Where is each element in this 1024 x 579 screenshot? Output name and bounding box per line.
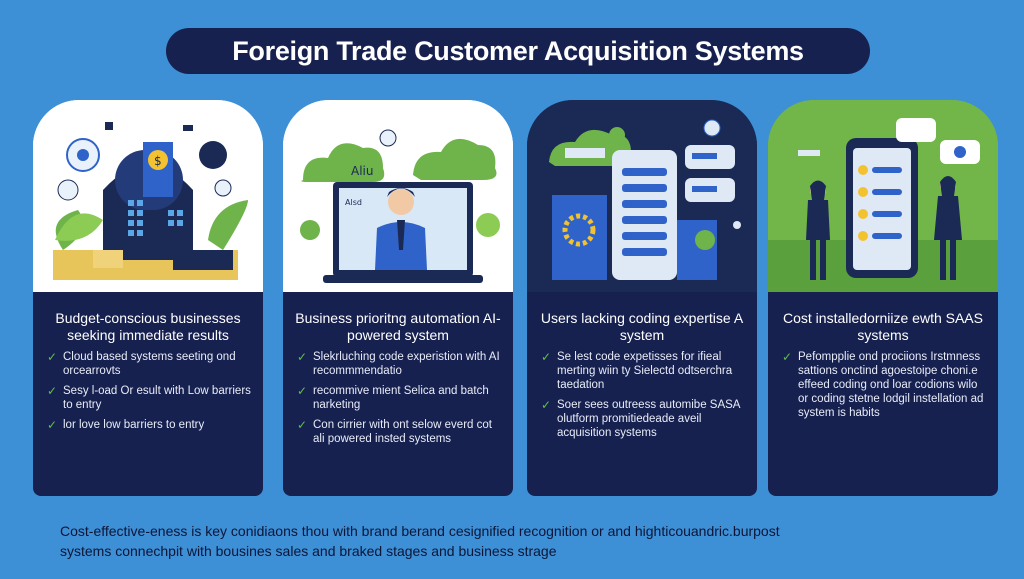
- card-budget: $ Budget-conscious businesses seeking im…: [33, 100, 263, 496]
- card-text-panel: Budget-conscious businesses seeking imme…: [33, 292, 263, 496]
- card-heading: Business prioritng automation AI-powered…: [295, 310, 501, 343]
- bullet-list: ✓Pefompplie ond prociions Irstmness satt…: [768, 350, 998, 420]
- checkmark-icon: ✓: [297, 418, 308, 432]
- card-illustration: [768, 100, 998, 296]
- checkmark-icon: ✓: [297, 350, 308, 364]
- bullet-list: ✓Cloud based systems seeting ond orcearr…: [33, 350, 263, 432]
- card-heading: Cost installedorniize ewth SAAS systems: [783, 310, 983, 343]
- svg-text:$: $: [154, 154, 162, 168]
- card-text-panel: Users lacking coding expertise A system …: [527, 292, 757, 496]
- card-illustration: [527, 100, 757, 296]
- svg-text:Aliu: Aliu: [351, 164, 373, 178]
- card-heading: Budget-conscious businesses seeking imme…: [55, 310, 241, 343]
- card-text-panel: Cost installedorniize ewth SAAS systems …: [768, 292, 998, 496]
- bullet-item: ✓Sesy l-oad Or esult with Low barriers t…: [47, 384, 251, 411]
- checkmark-icon: ✓: [297, 384, 308, 398]
- footer-summary: Cost-effective-eness is key conidiaons t…: [60, 521, 990, 561]
- svg-text:Alsd: Alsd: [345, 198, 362, 207]
- checkmark-icon: ✓: [541, 398, 552, 412]
- card-illustration: $: [33, 100, 263, 296]
- footer-line-2: systems connechpit with bousines sales a…: [60, 543, 557, 559]
- card-illustration: Alsd Aliu: [283, 100, 513, 296]
- bullet-list: ✓Slekrluching code experistion with AI r…: [283, 350, 513, 446]
- checkmark-icon: ✓: [541, 350, 552, 364]
- card-text-panel: Business prioritng automation AI-powered…: [283, 292, 513, 496]
- checkmark-icon: ✓: [47, 350, 58, 364]
- bullet-item: ✓Cloud based systems seeting ond orcearr…: [47, 350, 236, 377]
- bullet-item: ✓Soer sees outreess automibe SASA olutfo…: [541, 398, 740, 439]
- bullet-item: ✓recommive mient Selica and batch narket…: [297, 384, 489, 411]
- checkmark-icon: ✓: [47, 418, 58, 432]
- checkmark-icon: ✓: [782, 350, 793, 364]
- bullet-item: ✓lor love low barriers to entry: [47, 418, 205, 432]
- checkmark-icon: ✓: [47, 384, 58, 398]
- bullet-item: ✓Pefompplie ond prociions Irstmness satt…: [782, 350, 984, 419]
- page-title: Foreign Trade Customer Acquisition Syste…: [166, 28, 870, 74]
- bullet-list: ✓Se lest code expetisses for ifieal mert…: [527, 350, 757, 440]
- bullet-item: ✓Con cirrier with ont selow everd cot al…: [297, 418, 492, 445]
- footer-line-1: Cost-effective-eness is key conidiaons t…: [60, 523, 780, 539]
- card-no-code: Users lacking coding expertise A system …: [527, 100, 757, 496]
- card-heading: Users lacking coding expertise A system: [540, 310, 744, 343]
- card-saas: Cost installedorniize ewth SAAS systems …: [768, 100, 998, 496]
- card-automation: Alsd Aliu Business prioritng automation …: [283, 100, 513, 496]
- bullet-item: ✓Se lest code expetisses for ifieal mert…: [541, 350, 733, 391]
- bullet-item: ✓Slekrluching code experistion with AI r…: [297, 350, 500, 377]
